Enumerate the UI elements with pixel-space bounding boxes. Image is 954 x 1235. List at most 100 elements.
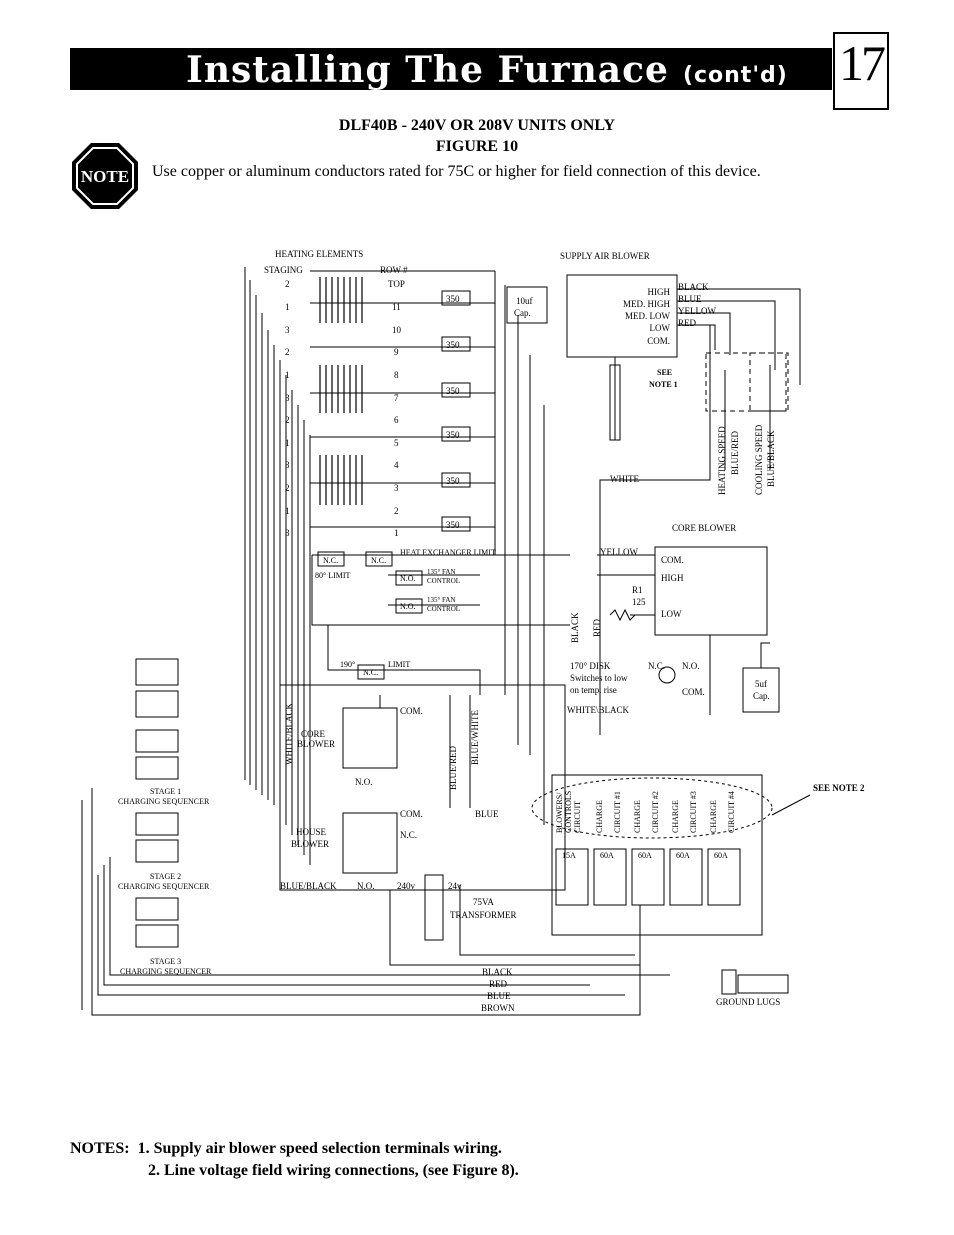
page-number-box xyxy=(833,32,889,110)
red-label: RED xyxy=(592,618,602,637)
svg-text:MED. HIGH: MED. HIGH xyxy=(623,299,670,309)
svg-text:COM.: COM. xyxy=(661,555,684,565)
svg-text:350: 350 xyxy=(446,430,460,440)
svg-text:2: 2 xyxy=(285,415,290,425)
svg-text:6: 6 xyxy=(394,415,399,425)
staging-values: 2 1 3 2 1 3 2 1 3 2 1 3 xyxy=(285,279,290,538)
white-label: WHITE xyxy=(610,474,639,484)
svg-text:3: 3 xyxy=(285,528,290,538)
blue-white-vertical: BLUE/WHITE xyxy=(470,710,480,765)
speed-wire-colors: BLACK BLUE YELLOW RED xyxy=(678,282,716,328)
blue-black-horizontal: BLUE/BLACK xyxy=(280,881,337,891)
header-bar xyxy=(70,48,832,90)
ground-lugs-label: GROUND LUGS xyxy=(716,997,780,1007)
limit-190-word: LIMIT xyxy=(388,660,410,669)
svg-text:60A: 60A xyxy=(714,851,728,860)
svg-text:CIRCUIT #2: CIRCUIT #2 xyxy=(651,791,660,833)
breaker-labels: BLOWERS/ CONTROLS CIRCUIT CHARGE CIRCUIT… xyxy=(555,791,736,833)
notes-section: NOTES: 1. Supply air blower speed select… xyxy=(70,1138,519,1182)
v24-label: 24v xyxy=(448,881,462,891)
note-badge-text: NOTE xyxy=(81,167,129,186)
svg-text:CIRCUIT: CIRCUIT xyxy=(573,801,582,833)
white-black-label: WHITE\BLACK xyxy=(567,705,629,715)
v240-label: 240v xyxy=(397,881,416,891)
svg-text:3: 3 xyxy=(285,325,290,335)
stage3-sub: CHARGING SEQUENCER xyxy=(120,967,212,976)
white-black-vertical: WHITE/BLACK xyxy=(284,703,294,765)
page-title-text: Installing The Furnace xyxy=(186,49,669,91)
nc-box-2: N.C. xyxy=(371,556,386,565)
see-note-1-sub: NOTE 1 xyxy=(649,380,678,389)
svg-text:350: 350 xyxy=(446,386,460,396)
black-label: BLACK xyxy=(570,612,580,643)
svg-text:60A: 60A xyxy=(638,851,652,860)
core-no: N.O. xyxy=(355,777,373,787)
page-title: Installing The Furnace(cont'd) xyxy=(186,49,788,91)
r1-label: R1 xyxy=(632,585,643,595)
svg-text:CIRCUIT #1: CIRCUIT #1 xyxy=(613,791,622,833)
blue-red-vertical: BLUE/RED xyxy=(448,746,458,790)
svg-text:LOW: LOW xyxy=(661,609,682,619)
supply-air-blower-label: SUPPLY AIR BLOWER xyxy=(560,251,650,261)
svg-text:8: 8 xyxy=(394,370,399,380)
wiring-diagram: HEATING ELEMENTS STAGING ROW # TOP 2 1 3… xyxy=(81,249,865,1016)
row-values: 11 10 9 8 7 6 5 4 3 2 1 xyxy=(392,302,402,538)
limit-190: 190° xyxy=(340,660,355,669)
disk-sub-1: Switches to low xyxy=(570,673,628,683)
limit-80: 80° LIMIT xyxy=(315,571,351,580)
svg-text:BROWN: BROWN xyxy=(481,1003,515,1013)
fan-control-1-sub: CONTROL xyxy=(427,577,460,585)
note-stop-sign-icon: NOTE xyxy=(72,143,138,209)
svg-text:1: 1 xyxy=(285,302,290,312)
no-box-2: N.O. xyxy=(400,602,416,611)
element-ratings: 350 350 350 350 350 350 xyxy=(446,294,460,530)
blue-label: BLUE xyxy=(475,809,499,819)
transformer-label: 75VA xyxy=(473,897,494,907)
stage3-label: STAGE 3 xyxy=(150,957,181,966)
svg-text:BLACK: BLACK xyxy=(678,282,709,292)
svg-text:COM.: COM. xyxy=(647,336,670,346)
svg-text:CHARGE: CHARGE xyxy=(671,800,680,833)
heating-elements-label: HEATING ELEMENTS xyxy=(275,249,363,259)
cooling-speed-label: COOLING SPEED xyxy=(754,424,764,495)
see-note-2: SEE NOTE 2 xyxy=(813,783,865,793)
svg-text:CHARGE: CHARGE xyxy=(709,800,718,833)
model-line: DLF40B - 240V OR 208V UNITS ONLY xyxy=(338,117,616,134)
svg-text:11: 11 xyxy=(392,302,401,312)
svg-text:MED. LOW: MED. LOW xyxy=(625,311,670,321)
svg-text:BLACK: BLACK xyxy=(482,967,513,977)
no-box-1: N.O. xyxy=(400,574,416,583)
svg-text:7: 7 xyxy=(394,393,399,403)
fan-control-2: 135° FAN xyxy=(427,596,456,604)
svg-text:RED: RED xyxy=(489,979,508,989)
svg-text:9: 9 xyxy=(394,347,399,357)
notes-label: NOTES: xyxy=(70,1140,130,1157)
figure-heading: DLF40B - 240V OR 208V UNITS ONLY FIGURE … xyxy=(0,115,954,157)
yellow-label: YELLOW xyxy=(600,547,638,557)
svg-text:HIGH: HIGH xyxy=(661,573,684,583)
svg-text:3: 3 xyxy=(394,483,399,493)
blower-speeds: HIGH MED. HIGH MED. LOW LOW COM. xyxy=(623,287,670,346)
svg-text:RED: RED xyxy=(678,318,697,328)
svg-text:CIRCUIT #4: CIRCUIT #4 xyxy=(727,791,736,833)
disk-sub-2: on temp. rise xyxy=(570,685,617,695)
stage2-sub: CHARGING SEQUENCER xyxy=(118,882,210,891)
svg-text:350: 350 xyxy=(446,476,460,486)
stage1-sub: CHARGING SEQUENCER xyxy=(118,797,210,806)
figure-label: FIGURE 10 xyxy=(435,138,519,155)
svg-text:YELLOW: YELLOW xyxy=(678,306,716,316)
cap-5uf-sub: Cap. xyxy=(753,691,770,701)
house-com: COM. xyxy=(400,809,423,819)
svg-text:CHARGE: CHARGE xyxy=(595,800,604,833)
svg-text:2: 2 xyxy=(394,506,399,516)
svg-text:2: 2 xyxy=(285,347,290,357)
house-blower-label: HOUSE xyxy=(296,827,327,837)
stage1-label: STAGE 1 xyxy=(150,787,181,796)
house-no: N.O. xyxy=(357,881,375,891)
svg-text:1: 1 xyxy=(285,506,290,516)
note-item-1: 1. Supply air blower speed selection ter… xyxy=(137,1140,502,1157)
row-label: ROW # xyxy=(380,265,408,275)
core-blower-sub: BLOWER xyxy=(297,739,335,749)
blue-red-label: BLUE/RED xyxy=(730,431,740,475)
svg-text:3: 3 xyxy=(285,460,290,470)
